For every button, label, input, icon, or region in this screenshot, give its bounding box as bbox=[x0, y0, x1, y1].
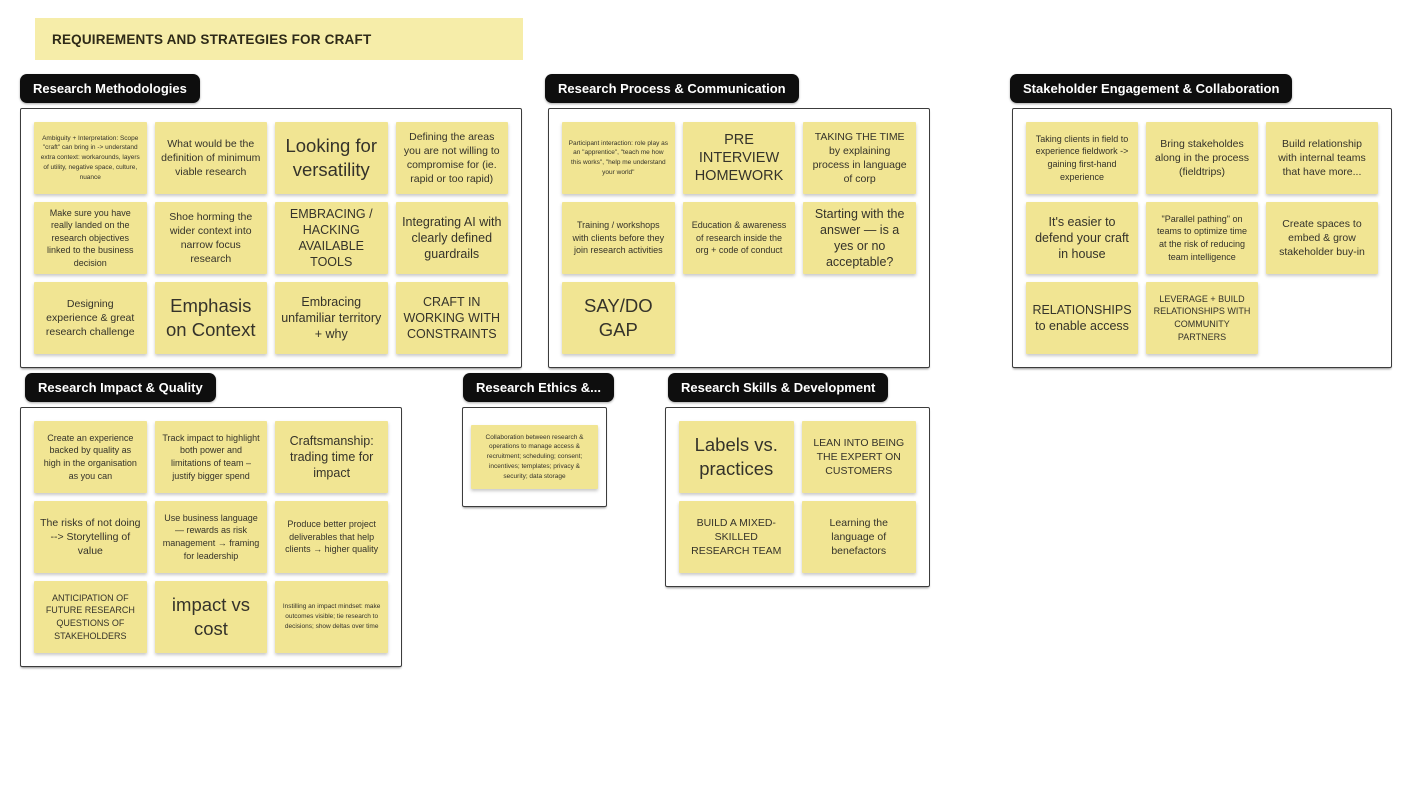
sticky-note[interactable]: Collaboration between research & operati… bbox=[471, 425, 598, 489]
section-research-impact-quality: Research Impact & Quality Create an expe… bbox=[20, 373, 402, 667]
sticky-note[interactable]: Looking for versatility bbox=[275, 122, 388, 194]
sticky-note[interactable]: Labels vs. practices bbox=[679, 421, 794, 493]
sticky-note[interactable]: Participant interaction: role play as an… bbox=[562, 122, 675, 194]
sticky-note[interactable]: Education & awareness of research inside… bbox=[682, 202, 796, 274]
sticky-note[interactable]: Designing experience & great research ch… bbox=[34, 282, 147, 354]
section-label-research-skills-development[interactable]: Research Skills & Development bbox=[668, 373, 889, 402]
section-label-research-process-communication[interactable]: Research Process & Communication bbox=[545, 74, 799, 103]
sticky-note[interactable]: Craftsmanship: trading time for impact bbox=[275, 421, 388, 493]
section-label-research-impact-quality[interactable]: Research Impact & Quality bbox=[25, 373, 216, 402]
sticky-note[interactable]: CRAFT IN WORKING WITH CONSTRAINTS bbox=[395, 282, 508, 354]
sticky-note[interactable]: Embracing unfamiliar territory + why bbox=[275, 282, 388, 354]
sticky-note[interactable]: LEVERAGE + BUILD RELATIONSHIPS WITH COMM… bbox=[1146, 282, 1258, 354]
sticky-note[interactable]: RELATIONSHIPS to enable access bbox=[1026, 282, 1138, 354]
sticky-note[interactable]: EMBRACING / HACKING AVAILABLE TOOLS bbox=[275, 202, 388, 274]
sticky-note[interactable]: "Parallel pathing" on teams to optimize … bbox=[1146, 202, 1258, 274]
sticky-note[interactable]: The risks of not doing --> Storytelling … bbox=[34, 501, 147, 573]
sticky-note[interactable]: ANTICIPATION OF FUTURE RESEARCH QUESTION… bbox=[34, 581, 147, 653]
section-stakeholder-engagement-collaboration: Stakeholder Engagement & Collaboration T… bbox=[1010, 74, 1392, 368]
section-frame-stakeholder-engagement-collaboration[interactable]: Taking clients in field to experience fi… bbox=[1012, 108, 1392, 368]
sticky-note[interactable]: Track impact to highlight both power and… bbox=[154, 421, 268, 493]
sticky-note[interactable]: Make sure you have really landed on the … bbox=[34, 202, 147, 274]
board-title-banner[interactable]: REQUIREMENTS AND STRATEGIES FOR CRAFT bbox=[35, 18, 523, 60]
sticky-note[interactable]: Integrating AI with clearly defined guar… bbox=[395, 202, 508, 274]
section-label-research-methodologies[interactable]: Research Methodologies bbox=[20, 74, 200, 103]
sticky-note[interactable]: Produce better project deliverables that… bbox=[275, 501, 388, 573]
sticky-note[interactable]: Instilling an impact mindset: make outco… bbox=[275, 581, 388, 653]
sticky-note[interactable]: Taking clients in field to experience fi… bbox=[1026, 122, 1138, 194]
sticky-note[interactable]: Create spaces to embed & grow stakeholde… bbox=[1266, 202, 1378, 274]
sticky-note[interactable]: Ambiguity + Interpretation: Scope "craft… bbox=[34, 122, 147, 194]
section-research-ethics: Research Ethics &... Collaboration betwe… bbox=[462, 373, 614, 507]
sticky-note[interactable]: Use business language — rewards as risk … bbox=[154, 501, 268, 573]
sticky-note[interactable]: SAY/DO GAP bbox=[562, 282, 675, 354]
sticky-note[interactable]: PRE INTERVIEW HOMEWORK bbox=[682, 122, 796, 194]
section-frame-research-impact-quality[interactable]: Create an experience backed by quality a… bbox=[20, 407, 402, 667]
sticky-note[interactable]: What would be the definition of minimum … bbox=[154, 122, 267, 194]
board-title: REQUIREMENTS AND STRATEGIES FOR CRAFT bbox=[52, 31, 372, 47]
sticky-note[interactable]: Starting with the answer — is a yes or n… bbox=[803, 202, 916, 274]
section-research-skills-development: Research Skills & Development Labels vs.… bbox=[665, 373, 930, 587]
section-frame-research-process-communication[interactable]: Participant interaction: role play as an… bbox=[548, 108, 930, 368]
sticky-note[interactable]: Build relationship with internal teams t… bbox=[1266, 122, 1378, 194]
sticky-note[interactable]: Defining the areas you are not willing t… bbox=[395, 122, 508, 194]
sticky-note[interactable]: Training / workshops with clients before… bbox=[562, 202, 675, 274]
sticky-note[interactable]: BUILD A MIXED-SKILLED RESEARCH TEAM bbox=[679, 501, 794, 573]
sticky-note[interactable]: Emphasis on Context bbox=[154, 282, 267, 354]
section-frame-research-methodologies[interactable]: Ambiguity + Interpretation: Scope "craft… bbox=[20, 108, 522, 368]
sticky-note[interactable]: It's easier to defend your craft in hous… bbox=[1026, 202, 1138, 274]
section-research-process-communication: Research Process & Communication Partici… bbox=[545, 74, 930, 368]
section-frame-research-ethics[interactable]: Collaboration between research & operati… bbox=[462, 407, 607, 507]
section-research-methodologies: Research Methodologies Ambiguity + Inter… bbox=[20, 74, 522, 368]
section-label-research-ethics[interactable]: Research Ethics &... bbox=[463, 373, 614, 402]
sticky-note[interactable]: Create an experience backed by quality a… bbox=[34, 421, 147, 493]
sticky-note[interactable]: Shoe horming the wider context into narr… bbox=[154, 202, 267, 274]
sticky-note[interactable]: LEAN INTO BEING THE EXPERT ON CUSTOMERS bbox=[801, 421, 916, 493]
sticky-note[interactable]: Bring stakeholdes along in the process (… bbox=[1146, 122, 1258, 194]
section-label-stakeholder-engagement-collaboration[interactable]: Stakeholder Engagement & Collaboration bbox=[1010, 74, 1293, 103]
sticky-note[interactable]: Learning the language of benefactors bbox=[801, 501, 916, 573]
sticky-note[interactable]: impact vs cost bbox=[154, 581, 268, 653]
sticky-note[interactable]: TAKING THE TIME by explaining process in… bbox=[803, 122, 916, 194]
